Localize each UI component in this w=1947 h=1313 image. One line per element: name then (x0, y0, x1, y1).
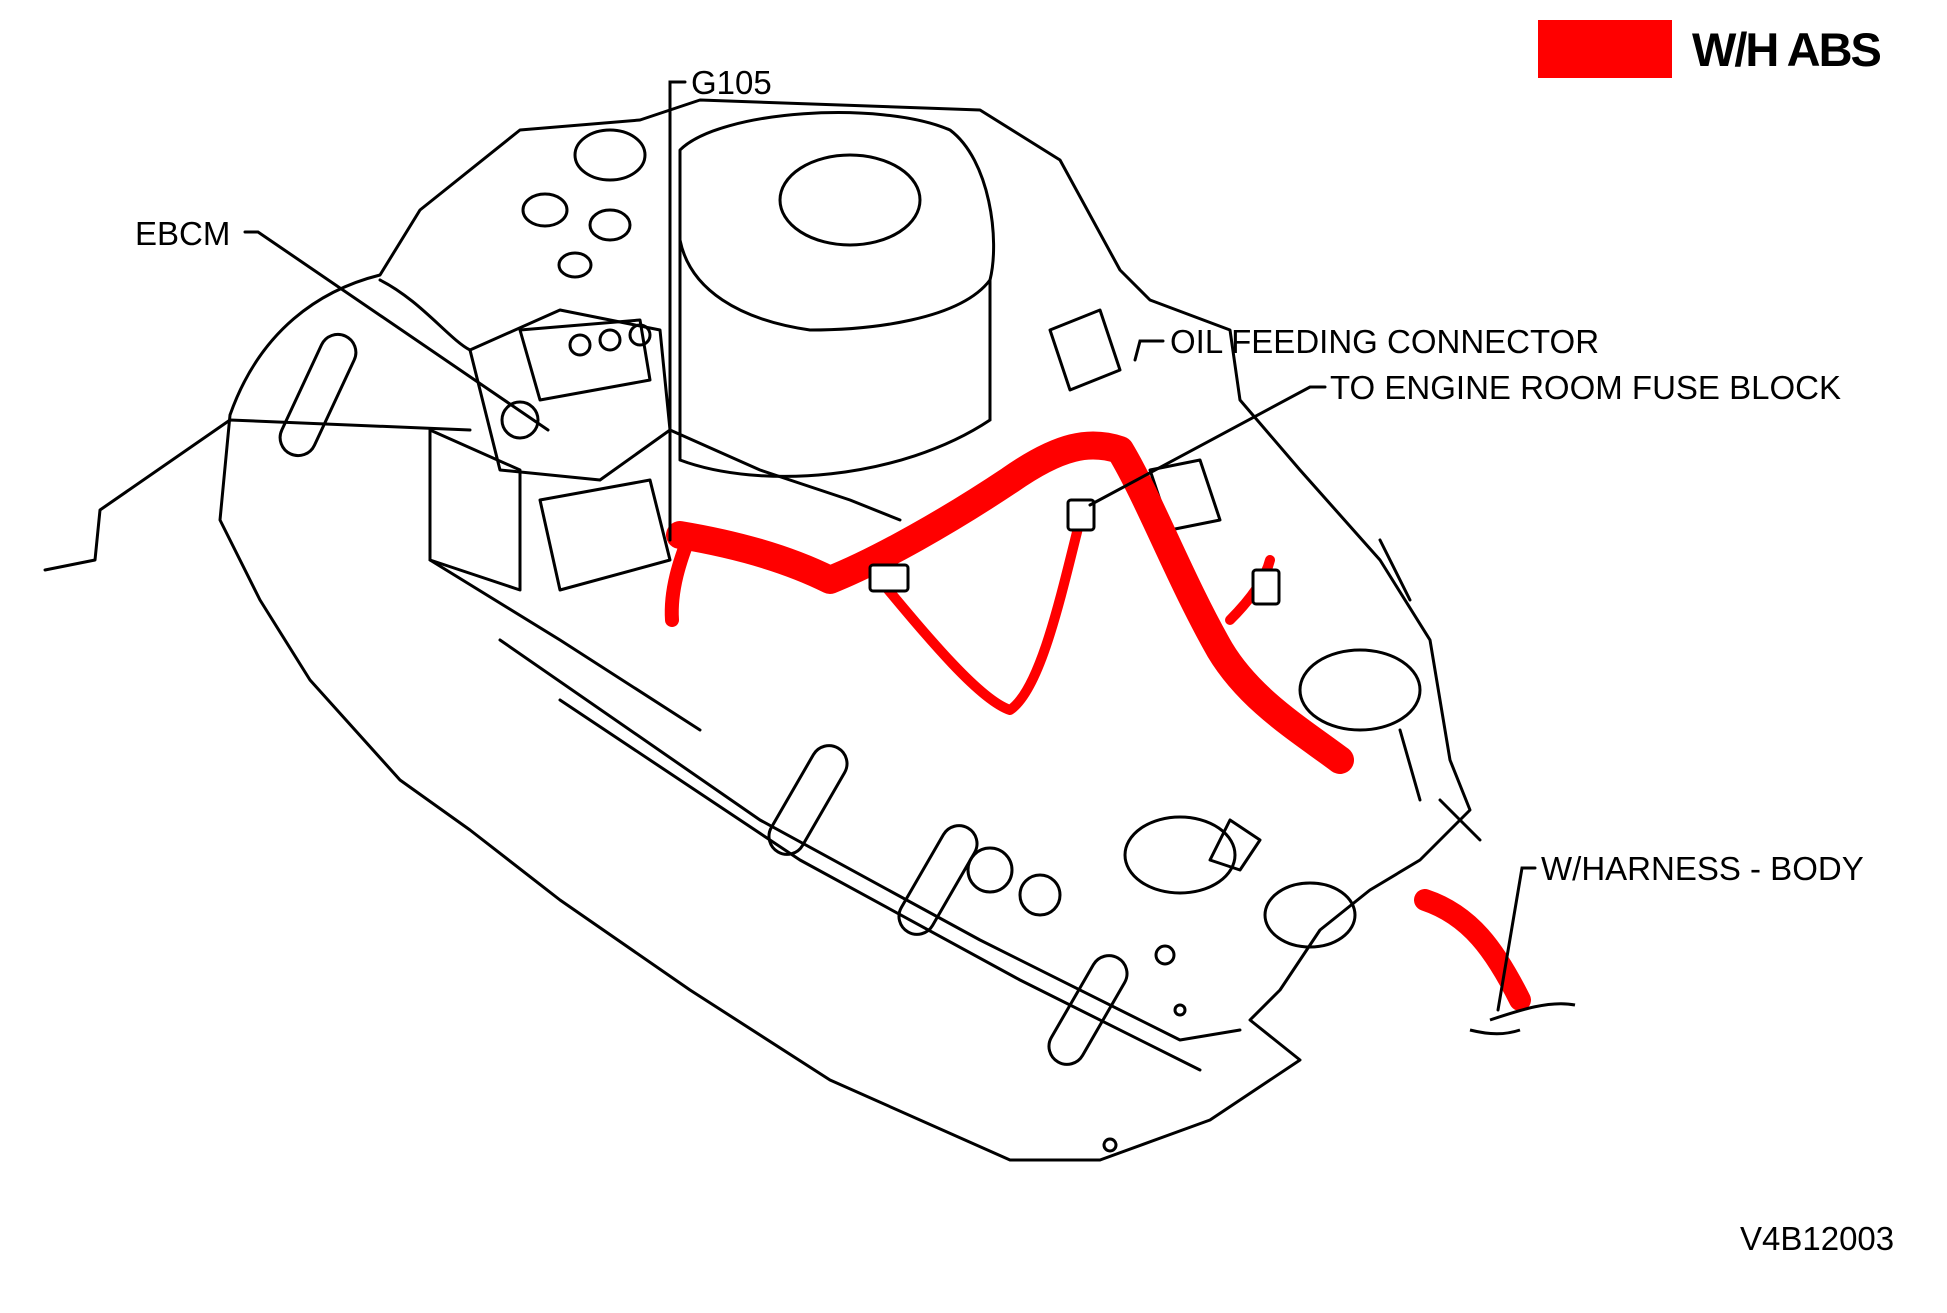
harness-body-section (1414, 889, 1531, 1011)
leader-ebcm (243, 230, 550, 432)
apron-hole (1123, 815, 1237, 895)
figure-id: V4B12003 (1740, 1220, 1895, 1257)
strut-tower (678, 111, 996, 332)
brake-line (43, 418, 702, 732)
leader-harness-body (1496, 866, 1537, 1012)
strut-tower-hole (778, 153, 922, 247)
callout-to-engine-room-fuse-block: TO ENGINE ROOM FUSE BLOCK (1330, 369, 1841, 406)
ebcm-module (428, 308, 672, 592)
leader-fuse-block (1088, 385, 1327, 507)
apron-outline (218, 98, 1472, 1162)
leader-oil-feeding-connector (1133, 339, 1165, 362)
fuse-block-connector-body (1066, 498, 1096, 532)
apron-hole (573, 128, 647, 182)
callout-g105: G105 (691, 64, 772, 101)
callout-ebcm: EBCM (135, 215, 231, 252)
callout-w-harness-body: W/HARNESS - BODY (1541, 850, 1864, 887)
oil-feeding-connector-body (1251, 568, 1281, 606)
harness-main-trunk (666, 431, 1354, 774)
leader-g105 (668, 80, 687, 542)
harness-branch-fuse-block (875, 515, 1085, 715)
inline-connector-body (868, 563, 910, 593)
frame-rail (498, 638, 1242, 1072)
legend-label-abs: W/H ABS (1692, 22, 1882, 76)
harness-branch-g105 (664, 528, 697, 627)
legend: W/H ABS (1538, 20, 1882, 78)
abs-harness (664, 431, 1531, 1011)
callout-oil-feeding-connector: OIL FEEDING CONNECTOR (1170, 323, 1600, 360)
legend-swatch-abs (1538, 20, 1672, 78)
